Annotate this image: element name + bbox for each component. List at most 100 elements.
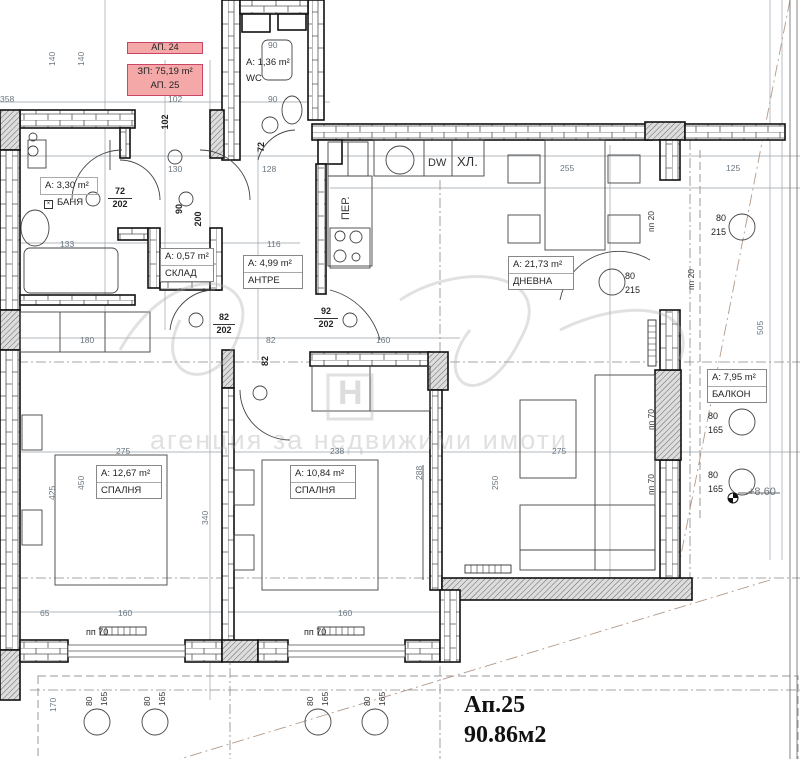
window-marker: 80 165	[708, 469, 723, 496]
room-name: СПАЛНЯ	[101, 484, 142, 496]
door-width: 82	[218, 312, 229, 322]
room-storage-label: A: 0,57 m² СКЛАД	[160, 248, 214, 282]
window-width: 80	[708, 411, 719, 421]
sill-mark: пп 20	[646, 210, 656, 232]
room-area: A: 7,95 m²	[708, 370, 766, 387]
room-name: АНТРЕ	[248, 274, 280, 286]
door-storage-marker: 90	[174, 198, 186, 220]
dimension: 358	[0, 94, 15, 104]
door-wc-marker: 72	[256, 136, 268, 158]
window-marker: 165	[99, 692, 109, 706]
dishwasher-label: DW	[428, 157, 447, 169]
door-entry-marker: 102	[160, 110, 172, 134]
dimension: 140	[47, 51, 57, 66]
dimension: 125	[726, 163, 741, 173]
dimension: 65	[40, 608, 50, 618]
room-hall-label: A: 4,99 m² АНТРЕ	[243, 255, 303, 289]
dimension: 275	[116, 446, 131, 456]
door-bath-marker: 72 202	[108, 186, 132, 210]
dimension: 102	[168, 94, 183, 104]
window-width: 80	[84, 696, 94, 706]
dimension: 160	[338, 608, 353, 618]
dimension: 340	[200, 510, 210, 525]
dimension: 238	[330, 446, 345, 456]
apartment-number: АП. 25	[150, 79, 180, 91]
dimension: 140	[76, 51, 86, 66]
door-height: 202	[108, 197, 132, 211]
door-hall-marker: 92 202	[314, 306, 338, 330]
window-width: 80	[625, 271, 636, 281]
window-marker: 80 215	[625, 270, 640, 297]
room-name: WC	[246, 72, 262, 84]
window-height: 165	[708, 424, 724, 435]
apartment-area-tag: ЗП: 75,19 m² АП. 25	[127, 64, 203, 96]
dimension: 180	[80, 335, 95, 345]
apartment-number-label: Ап.25	[464, 692, 526, 718]
dimension: 425	[47, 485, 57, 500]
room-living-label: A: 21,73 m² ДНЕВНА	[508, 256, 574, 290]
room-area: A: 3,30 m²	[40, 177, 98, 195]
window-marker: 165	[320, 692, 330, 706]
room-bedroom1-label: A: 12,67 m² СПАЛНЯ	[96, 465, 162, 499]
door-bedroom1-marker: 82 202	[213, 312, 235, 336]
apartment-net-area: ЗП: 75,19 m²	[137, 66, 193, 77]
dimension: 90	[268, 94, 278, 104]
door-storage-height: 200	[193, 208, 205, 230]
room-wc-label: A: 1,36 m² WC	[242, 55, 304, 86]
window-marker: 165	[157, 692, 167, 706]
room-name: СПАЛНЯ	[295, 484, 336, 496]
door-width: 92	[320, 306, 331, 316]
dimension: 130	[168, 164, 183, 174]
door-height: 202	[314, 317, 338, 331]
window-marker: 80	[305, 697, 315, 706]
window-marker: 80	[142, 697, 152, 706]
window-height: 165	[157, 691, 167, 706]
door-width: 90	[174, 204, 184, 215]
room-name: СКЛАД	[165, 267, 197, 279]
door-width: 82	[260, 356, 270, 367]
room-area: A: 12,67 m²	[97, 466, 161, 483]
window-marker: 80 165	[708, 410, 723, 437]
window-width: 80	[362, 696, 372, 706]
window-width: 80	[708, 470, 719, 480]
window-width: 80	[305, 696, 315, 706]
door-width: 72	[114, 186, 125, 196]
sill-mark: пп 20	[686, 268, 696, 290]
room-name: БАЛКОН	[712, 388, 751, 400]
dimension: 116	[267, 239, 281, 249]
window-marker: 80	[84, 697, 94, 706]
room-area: A: 0,57 m²	[161, 249, 213, 266]
apartment-title: Ап.25 90.86м2	[464, 690, 546, 750]
dimension: 288	[414, 465, 424, 480]
dimension: 170	[48, 697, 58, 712]
sill-mark: пп 70	[646, 473, 656, 495]
room-bath-label: A: 3,30 m² × БАНЯ	[40, 177, 98, 212]
room-bedroom2-label: A: 10,84 m² СПАЛНЯ	[290, 465, 356, 499]
window-width: 80	[716, 213, 727, 223]
apartment-total-area: 90.86м2	[464, 722, 547, 748]
neighbor-apartment-tag: АП. 24	[127, 42, 203, 54]
room-area: A: 1,36 m²	[246, 57, 290, 68]
dimension: 90	[268, 40, 278, 50]
washer-label: ПЕР.	[340, 196, 352, 220]
door-bedroom2-marker: 82	[260, 350, 272, 372]
elevation-mark: +8.60	[748, 486, 776, 498]
watermark-logo-letter: H	[338, 374, 363, 412]
dimension: 160	[118, 608, 133, 618]
dimension: 133	[60, 239, 75, 249]
room-name-text: БАНЯ	[57, 196, 84, 208]
room-balcony-label: A: 7,95 m² БАЛКОН	[707, 369, 767, 403]
dimension: 505	[755, 320, 765, 335]
dimension: 82	[266, 335, 276, 345]
watermark-tagline: агенция за недвижими имоти	[150, 425, 569, 455]
dimension: 255	[560, 163, 575, 173]
door-width: 72	[256, 142, 266, 153]
fridge-label: ХЛ.	[457, 154, 478, 169]
room-area: A: 21,73 m²	[509, 257, 573, 274]
dimension: 250	[490, 475, 500, 490]
window-marker: 80	[362, 697, 372, 706]
room-name: × БАНЯ	[40, 195, 98, 212]
sill-mark: пп 70	[646, 408, 656, 430]
exhaust-fan-icon: ×	[44, 199, 53, 209]
